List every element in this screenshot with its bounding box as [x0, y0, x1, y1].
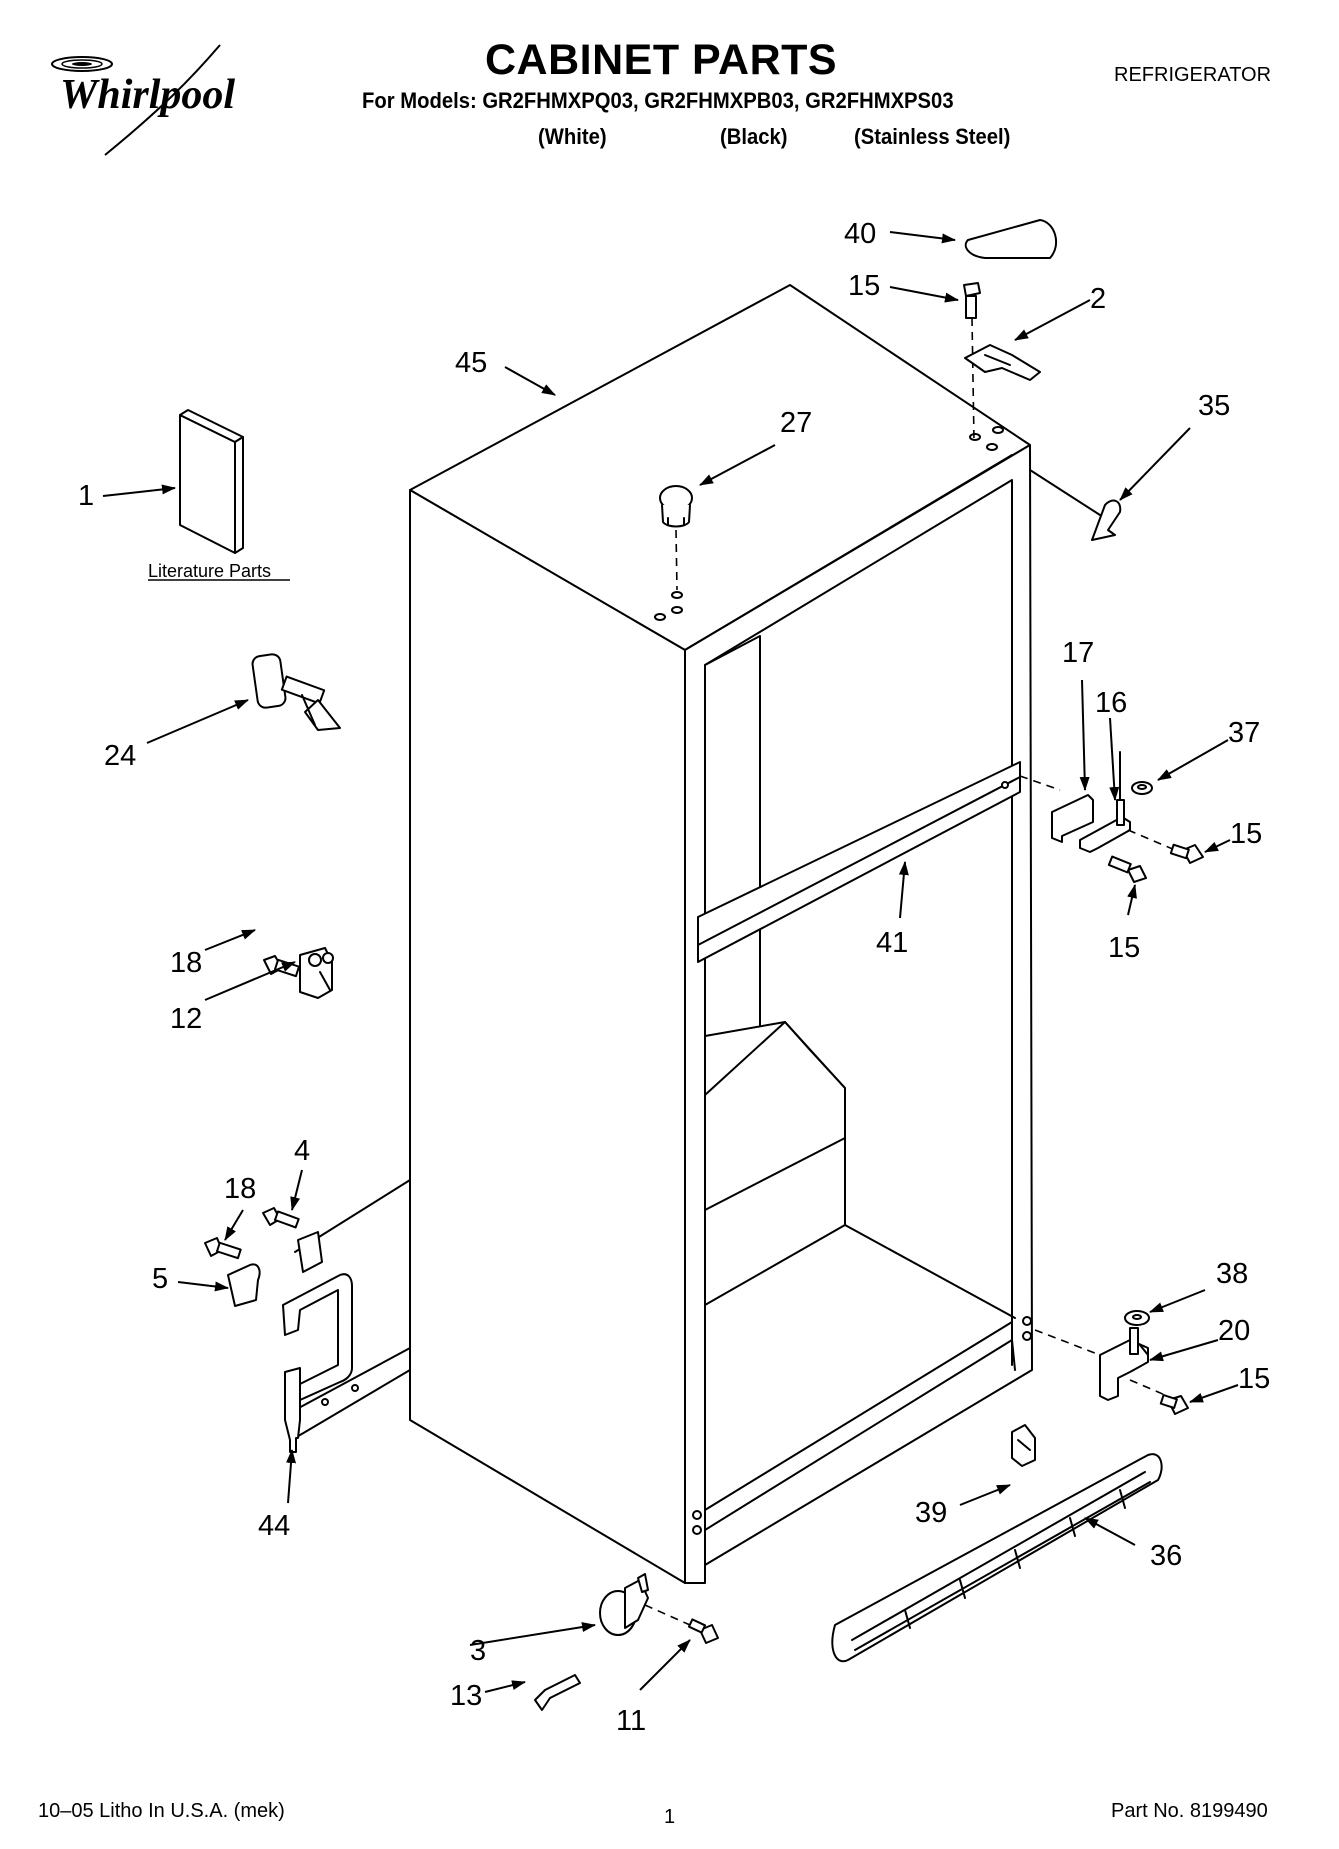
callout-17: 17 — [1062, 637, 1094, 669]
callout-leaders — [102, 231, 1239, 1693]
callout-13: 13 — [450, 1680, 482, 1712]
part-17-bracket — [1051, 794, 1094, 843]
part-44-handle-bracket — [282, 1273, 359, 1453]
footer-part-number: Part No. 8199490 — [1111, 1800, 1268, 1822]
callout-39: 39 — [915, 1497, 947, 1529]
cabinet-shell — [409, 284, 1033, 1584]
callout-15-lower-hinge: 15 — [1238, 1363, 1270, 1395]
footer-litho: 10–05 Litho In U.S.A. (mek) — [38, 1800, 285, 1822]
part-36-grille — [831, 1453, 1163, 1663]
literature-parts-label: Literature Parts — [148, 561, 271, 581]
part-16-hinge — [1079, 751, 1131, 853]
callout-15-hinge-below: 15 — [1108, 932, 1140, 964]
part-18-screw-lower — [204, 1237, 242, 1260]
footer-page-number: 1 — [664, 1806, 676, 1828]
callout-2: 2 — [1090, 283, 1106, 315]
whirlpool-logo: Whirlpool — [51, 44, 235, 156]
callout-24: 24 — [104, 740, 136, 772]
part-3-roller — [599, 1573, 649, 1636]
part-5-clip — [227, 1263, 261, 1307]
part-4-bracket — [297, 1231, 323, 1273]
callout-27: 27 — [780, 407, 812, 439]
models-line: For Models: GR2FHMXPQ03, GR2FHMXPB03, GR… — [362, 88, 954, 113]
callout-40: 40 — [844, 218, 876, 250]
callout-4: 4 — [294, 1135, 310, 1167]
variant-white: (White) — [538, 124, 607, 149]
callout-38: 38 — [1216, 1258, 1248, 1290]
part-4-screw — [262, 1207, 300, 1229]
brand-wordmark: Whirlpool — [60, 72, 235, 118]
callout-45: 45 — [455, 347, 487, 379]
divider-bar — [697, 761, 1061, 963]
callout-3: 3 — [470, 1635, 486, 1667]
part-24-bolt — [251, 653, 341, 731]
callout-36: 36 — [1150, 1540, 1182, 1572]
part-2-bracket — [964, 344, 1041, 381]
callout-11: 11 — [616, 1705, 646, 1737]
product-type: REFRIGERATOR — [1114, 64, 1272, 86]
part-20-hinge — [1099, 1327, 1149, 1401]
variant-stainless-steel: (Stainless Steel) — [854, 124, 1011, 149]
part-13-pin — [534, 1674, 581, 1711]
part-15-screw-lower-hinge — [1159, 1394, 1189, 1415]
callout-15-hinge-right: 15 — [1230, 818, 1262, 850]
callout-15-top: 15 — [848, 270, 880, 302]
callout-labels: 40 15 2 45 27 35 1 24 17 16 37 15 41 15 … — [78, 218, 1270, 1737]
part-35-clip — [1029, 469, 1122, 541]
part-40-cap — [964, 219, 1058, 259]
variant-black: (Black) — [720, 124, 788, 149]
page-title: CABINET PARTS — [485, 36, 838, 84]
callout-20: 20 — [1218, 1315, 1250, 1347]
literature-book — [179, 409, 244, 554]
part-38-washer — [1124, 1310, 1150, 1326]
callout-16: 16 — [1095, 687, 1127, 719]
callout-18-upper: 18 — [170, 947, 202, 979]
callout-44: 44 — [258, 1510, 290, 1542]
callout-12: 12 — [170, 1003, 202, 1035]
callout-41: 41 — [876, 927, 908, 959]
part-27-plug — [659, 485, 693, 528]
callout-18-lower: 18 — [224, 1173, 256, 1205]
part-11-screw — [687, 1618, 719, 1644]
part-37-washer — [1131, 781, 1153, 795]
callout-37: 37 — [1228, 717, 1260, 749]
part-12-bracket — [299, 947, 334, 999]
part-15-screw-top — [963, 282, 981, 319]
callout-5: 5 — [152, 1263, 168, 1295]
part-15-screw-hinge-b — [1107, 855, 1147, 883]
part-15-screw-hinge-a — [1169, 843, 1204, 864]
callout-1: 1 — [78, 480, 94, 512]
part-39-clip — [1011, 1424, 1036, 1467]
callout-35: 35 — [1198, 390, 1230, 422]
